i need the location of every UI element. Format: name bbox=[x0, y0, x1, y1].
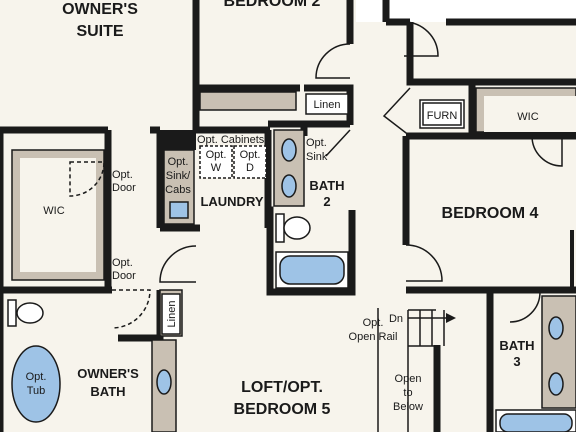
opt-w-box bbox=[199, 145, 233, 179]
bedroom-2-door-swing bbox=[315, 43, 351, 79]
opt-sink-label-1: Opt. bbox=[306, 137, 327, 149]
furn-label: FURN bbox=[427, 110, 458, 122]
linen-left-box bbox=[161, 293, 181, 335]
laundry-label: LAUNDRY bbox=[200, 194, 263, 209]
linen-top-label: Linen bbox=[314, 99, 341, 111]
laundry-door-swing bbox=[159, 245, 197, 283]
opt-door-upper-label-1: Opt. bbox=[112, 169, 133, 181]
dn-label: Dn bbox=[389, 313, 403, 325]
furn-door-swing bbox=[382, 87, 411, 137]
opt-tub-label-1: Opt. bbox=[26, 371, 47, 383]
opt-sink-cabs-label-3: Cabs bbox=[165, 184, 191, 196]
bedroom-4: BEDROOM 4 bbox=[405, 205, 574, 323]
hall-door-swing bbox=[403, 21, 439, 57]
opt-door-upper-swing bbox=[69, 161, 105, 197]
bath-3: BATH 3 bbox=[495, 295, 576, 432]
loft-label-2: BEDROOM 5 bbox=[234, 401, 331, 418]
stair-treads bbox=[419, 310, 445, 346]
bedroom-4-door-swing bbox=[405, 244, 443, 282]
furnace-inner bbox=[422, 102, 462, 126]
opt-door-lower-label-1: Opt. bbox=[112, 257, 133, 269]
opt-tub-label-2: Tub bbox=[27, 385, 46, 397]
open-to-below-label-1: Open bbox=[395, 373, 422, 385]
bath-2-label-1: BATH bbox=[309, 178, 344, 193]
bath-3-door-swing bbox=[509, 291, 541, 323]
opt-sink-cabs-label-1: Opt. bbox=[168, 156, 189, 168]
wic-left-label: WIC bbox=[43, 205, 64, 217]
owners-suite-label-1: OWNER'S bbox=[62, 1, 138, 18]
opt-d-label-1: Opt. bbox=[240, 149, 261, 161]
open-to-below-label-2: to bbox=[403, 387, 412, 399]
opt-open-rail-label-1: Opt. bbox=[363, 317, 384, 329]
owners-toilet-bowl bbox=[16, 302, 44, 324]
bath-2-tub-water bbox=[279, 255, 345, 285]
bedroom-4-label: BEDROOM 4 bbox=[442, 205, 539, 222]
opt-d-box bbox=[233, 145, 267, 179]
owners-vanity-sink bbox=[156, 369, 172, 395]
opt-tub bbox=[11, 345, 61, 423]
bath-3-sink-lower bbox=[548, 372, 564, 396]
opt-open-rail-label-2: Open Rail bbox=[349, 331, 398, 343]
bath-2-toilet-tank bbox=[275, 213, 285, 243]
furn-wic-area: WIC FURN bbox=[382, 87, 576, 167]
opt-door-lower-swing bbox=[111, 289, 151, 329]
owners-bath-label-2: BATH bbox=[90, 384, 125, 399]
bath-3-label-2: 3 bbox=[513, 354, 520, 369]
laundry-chase bbox=[160, 130, 196, 150]
bath-2-door-swing bbox=[325, 129, 351, 157]
opt-door-lower-label-2: Door bbox=[112, 270, 136, 282]
bath-2-toilet-bowl bbox=[283, 216, 311, 240]
opt-d-label-2: D bbox=[246, 162, 254, 174]
loft-label-1: LOFT/OPT. bbox=[241, 379, 323, 396]
opt-sink-cabs-label-2: Sink/ bbox=[166, 170, 191, 182]
bath-2-sink-lower bbox=[281, 174, 297, 198]
bedroom-2-closet-shelf bbox=[199, 91, 297, 111]
owners-suite: OWNER'S SUITE WIC Opt. Door Opt. Door bbox=[11, 1, 151, 329]
opt-w-label-2: W bbox=[211, 162, 222, 174]
wic-left-floor bbox=[20, 158, 96, 272]
bath-3-label-1: BATH bbox=[499, 338, 534, 353]
exterior-gap-top bbox=[356, 0, 576, 22]
dn-arrow-head bbox=[446, 313, 456, 323]
bath-2: Opt. Sink BATH 2 bbox=[273, 129, 351, 289]
wic-right-door-swing bbox=[531, 135, 563, 167]
owners-bath-label-1: OWNER'S bbox=[77, 366, 139, 381]
bedroom-2: BEDROOM 2 Linen bbox=[199, 0, 439, 115]
bedroom-2-label: BEDROOM 2 bbox=[224, 0, 321, 10]
owners-toilet-tank bbox=[7, 299, 17, 327]
laundry: Opt. Cabinets Opt. W Opt. D Opt. Sink/ C… bbox=[159, 130, 267, 283]
opt-sink-basin bbox=[169, 201, 189, 219]
owners-bath: Linen Opt. Tub OWNER'S BATH bbox=[7, 289, 183, 432]
open-to-below-label-3: Below bbox=[393, 401, 423, 413]
opt-cabinets-label: Opt. Cabinets bbox=[197, 134, 265, 146]
opt-door-upper-label-2: Door bbox=[112, 182, 136, 194]
bath-3-sink-upper bbox=[548, 316, 564, 340]
linen-left-label: Linen bbox=[166, 301, 178, 328]
owners-suite-label-2: SUITE bbox=[76, 23, 123, 40]
bath-3-tub-water bbox=[499, 413, 573, 432]
bath-2-sink-upper bbox=[281, 138, 297, 162]
wic-right-floor bbox=[484, 96, 576, 132]
furnace-box bbox=[419, 99, 465, 129]
opt-sink-label-2: Sink bbox=[306, 151, 328, 163]
wic-right-label: WIC bbox=[517, 111, 538, 123]
bath-2-label-2: 2 bbox=[323, 194, 330, 209]
opt-w-label-1: Opt. bbox=[206, 149, 227, 161]
linen-top-box bbox=[305, 93, 349, 115]
loft-stairs: LOFT/OPT. BEDROOM 5 Dn Opt. Open Rail Op… bbox=[234, 308, 456, 432]
